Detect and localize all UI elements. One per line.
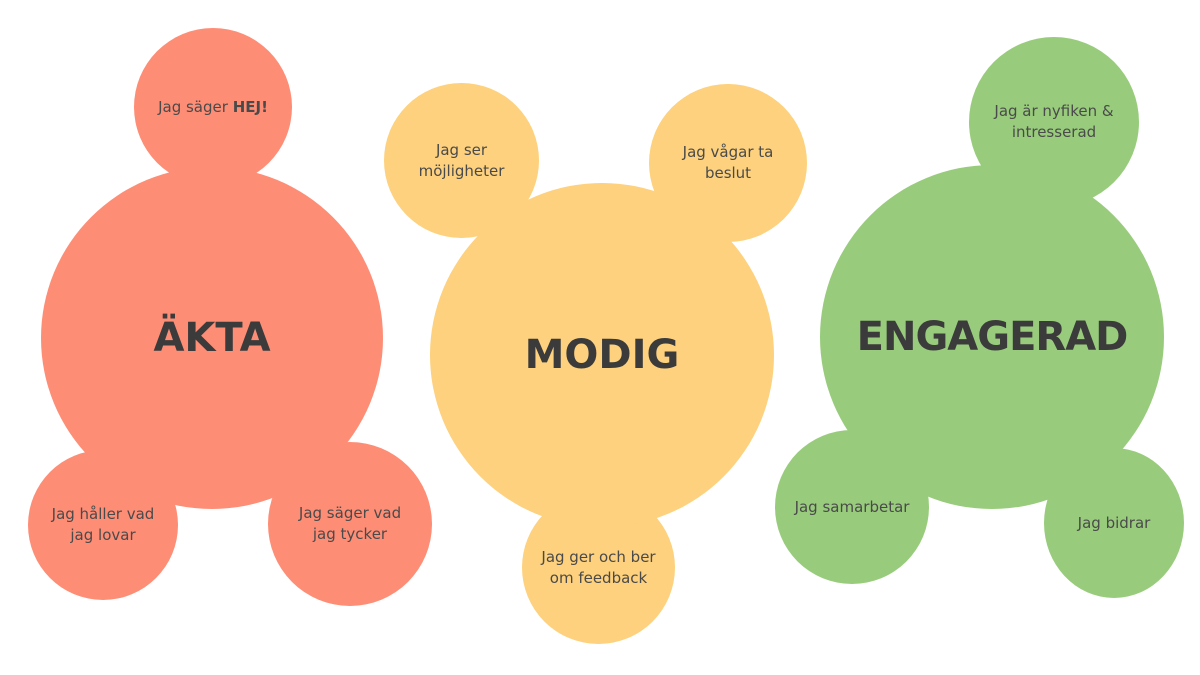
engagerad-right-bubble: Jag bidrar <box>1044 448 1184 598</box>
engagerad-right-text: Jag bidrar <box>1077 513 1151 532</box>
akta-top-bubble: Jag säger HEJ! <box>134 28 292 186</box>
modig-bottom-text: Jag ger och ber om feedback <box>541 547 656 587</box>
modig-left-text: Jag ser möjligheter <box>418 140 505 180</box>
engagerad-top-text: Jag är nyfiken & intresserad <box>994 102 1114 141</box>
akta-top-prefix: Jag säger <box>158 97 233 116</box>
akta-top-text: Jag säger HEJ! <box>158 97 268 118</box>
engagerad-left-text: Jag samarbetar <box>794 497 910 516</box>
modig-main-bubble: MODIG <box>430 183 774 527</box>
akta-top-bold: HEJ! <box>232 97 268 116</box>
modig-right-text: Jag vågar ta beslut <box>682 143 774 182</box>
engagerad-left-bubble: Jag samarbetar <box>775 430 929 584</box>
akta-title: ÄKTA <box>153 315 271 361</box>
akta-left-text: Jag håller vad jag lovar <box>51 505 155 544</box>
engagerad-title: ENGAGERAD <box>856 314 1129 360</box>
akta-right-text: Jag säger vad jag tycker <box>298 504 402 543</box>
akta-right-bubble: Jag säger vad jag tycker <box>268 442 432 606</box>
modig-title: MODIG <box>524 332 680 378</box>
akta-left-bubble: Jag håller vad jag lovar <box>28 450 178 600</box>
